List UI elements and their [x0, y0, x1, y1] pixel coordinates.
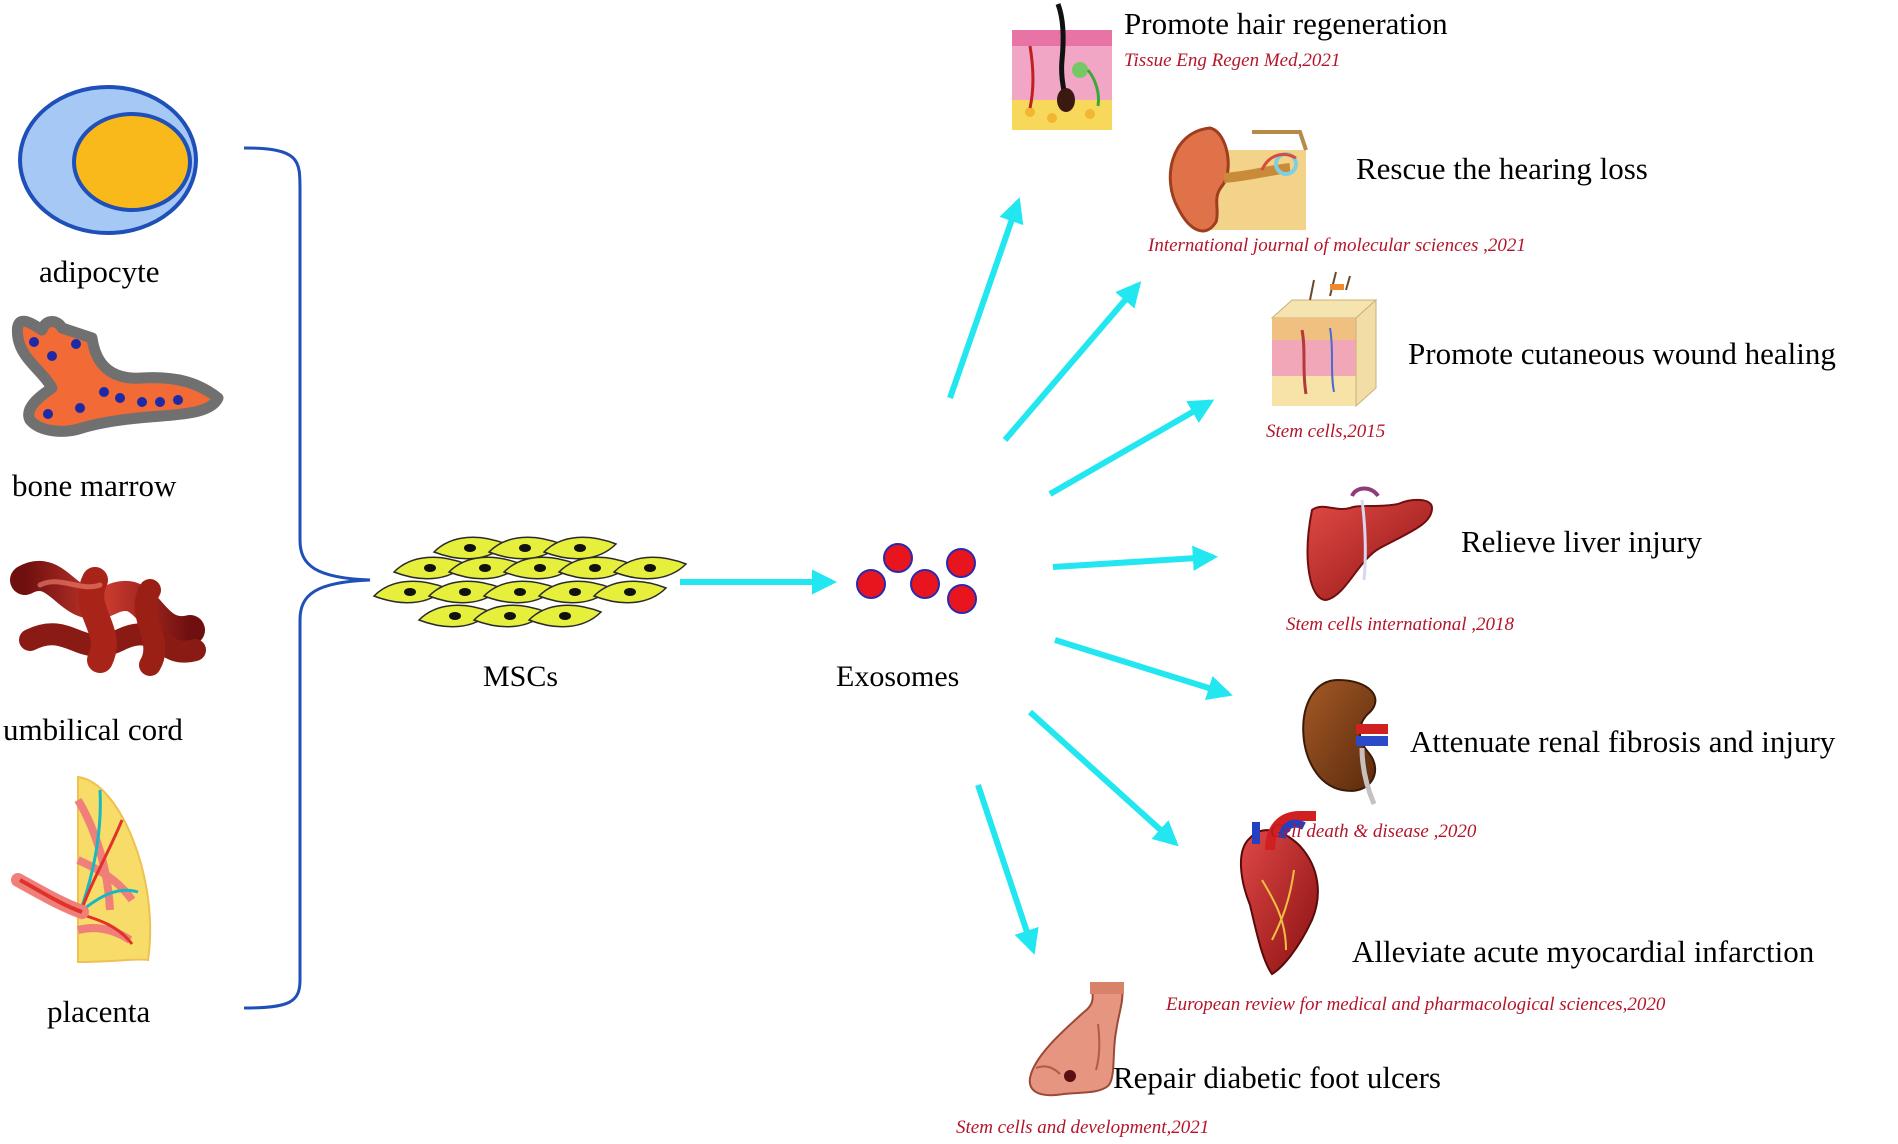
msc-cell-nucleus — [464, 544, 476, 552]
msc-cell-nucleus — [534, 564, 546, 572]
arrow-hair — [947, 197, 1024, 399]
source-label-adipocyte: adipocyte — [39, 254, 160, 289]
foot-icon — [1028, 982, 1124, 1097]
heart-icon — [1239, 811, 1319, 976]
reference-hair: Tissue Eng Regen Med,2021 — [1124, 50, 1341, 71]
source-label-bone-marrow: bone marrow — [12, 468, 177, 503]
bone-marrow-icon — [11, 315, 224, 437]
arrow-heart — [1027, 709, 1179, 847]
msc-cell-nucleus — [514, 588, 526, 596]
placenta-icon — [11, 775, 152, 964]
effect-label-heart: Alleviate acute myocardial infarction — [1352, 934, 1815, 969]
exosomes-icon — [856, 543, 977, 614]
effect-label-liver: Relieve liver injury — [1461, 524, 1703, 559]
effect-label-renal: Attenuate renal fibrosis and injury — [1410, 724, 1836, 759]
skin-layers-icon — [1270, 271, 1378, 408]
source-bracket — [243, 146, 371, 1010]
source-label-placenta: placenta — [47, 994, 151, 1029]
exosomes-label: Exosomes — [836, 660, 960, 693]
msc-cell-nucleus — [559, 612, 571, 620]
source-label-umbilical-cord: umbilical cord — [3, 712, 183, 747]
effect-label-hearing: Rescue the hearing loss — [1356, 151, 1648, 186]
msc-cell-nucleus — [589, 564, 601, 572]
arrow-foot — [975, 784, 1039, 955]
msc-label: MSCs — [483, 660, 559, 693]
reference-renal: Cell death & disease ,2020 — [1270, 821, 1477, 842]
ear-icon — [1168, 126, 1308, 233]
effect-label-foot: Repair diabetic foot ulcers — [1113, 1060, 1441, 1095]
effect-arrows — [947, 197, 1233, 955]
msc-cell-nucleus — [569, 588, 581, 596]
reference-hearing: International journal of molecular scien… — [1148, 235, 1526, 256]
msc-cell-nucleus — [644, 564, 656, 572]
reference-heart: European review for medical and pharmaco… — [1166, 994, 1666, 1015]
msc-cell-nucleus — [404, 588, 416, 596]
effect-label-wound: Promote cutaneous wound healing — [1408, 336, 1836, 371]
reference-foot: Stem cells and development,2021 — [956, 1117, 1210, 1138]
reference-wound: Stem cells,2015 — [1266, 421, 1386, 442]
arrow-renal — [1054, 637, 1233, 701]
arrow-hearing — [1002, 281, 1142, 442]
hair-follicle-icon — [1012, 3, 1112, 130]
msc-cell-nucleus — [459, 588, 471, 596]
umbilical-cord-icon — [10, 560, 206, 676]
liver-icon — [1306, 486, 1434, 602]
msc-cell-nucleus — [504, 612, 516, 620]
msc-cell-nucleus — [624, 588, 636, 596]
effect-label-hair: Promote hair regeneration — [1124, 6, 1448, 41]
msc-cell-nucleus — [479, 564, 491, 572]
reference-liver: Stem cells international ,2018 — [1286, 614, 1514, 635]
arrow-wound — [1048, 399, 1215, 497]
msc-cell-nucleus — [449, 612, 461, 620]
msc-cell-nucleus — [519, 544, 531, 552]
arrow-liver — [1052, 545, 1219, 571]
msc-cell-nucleus — [574, 544, 586, 552]
msc-cell-nucleus — [424, 564, 436, 572]
kidney-icon — [1302, 678, 1388, 805]
msc-cells-icon — [372, 536, 688, 628]
adipocyte-cell-icon — [18, 85, 198, 235]
